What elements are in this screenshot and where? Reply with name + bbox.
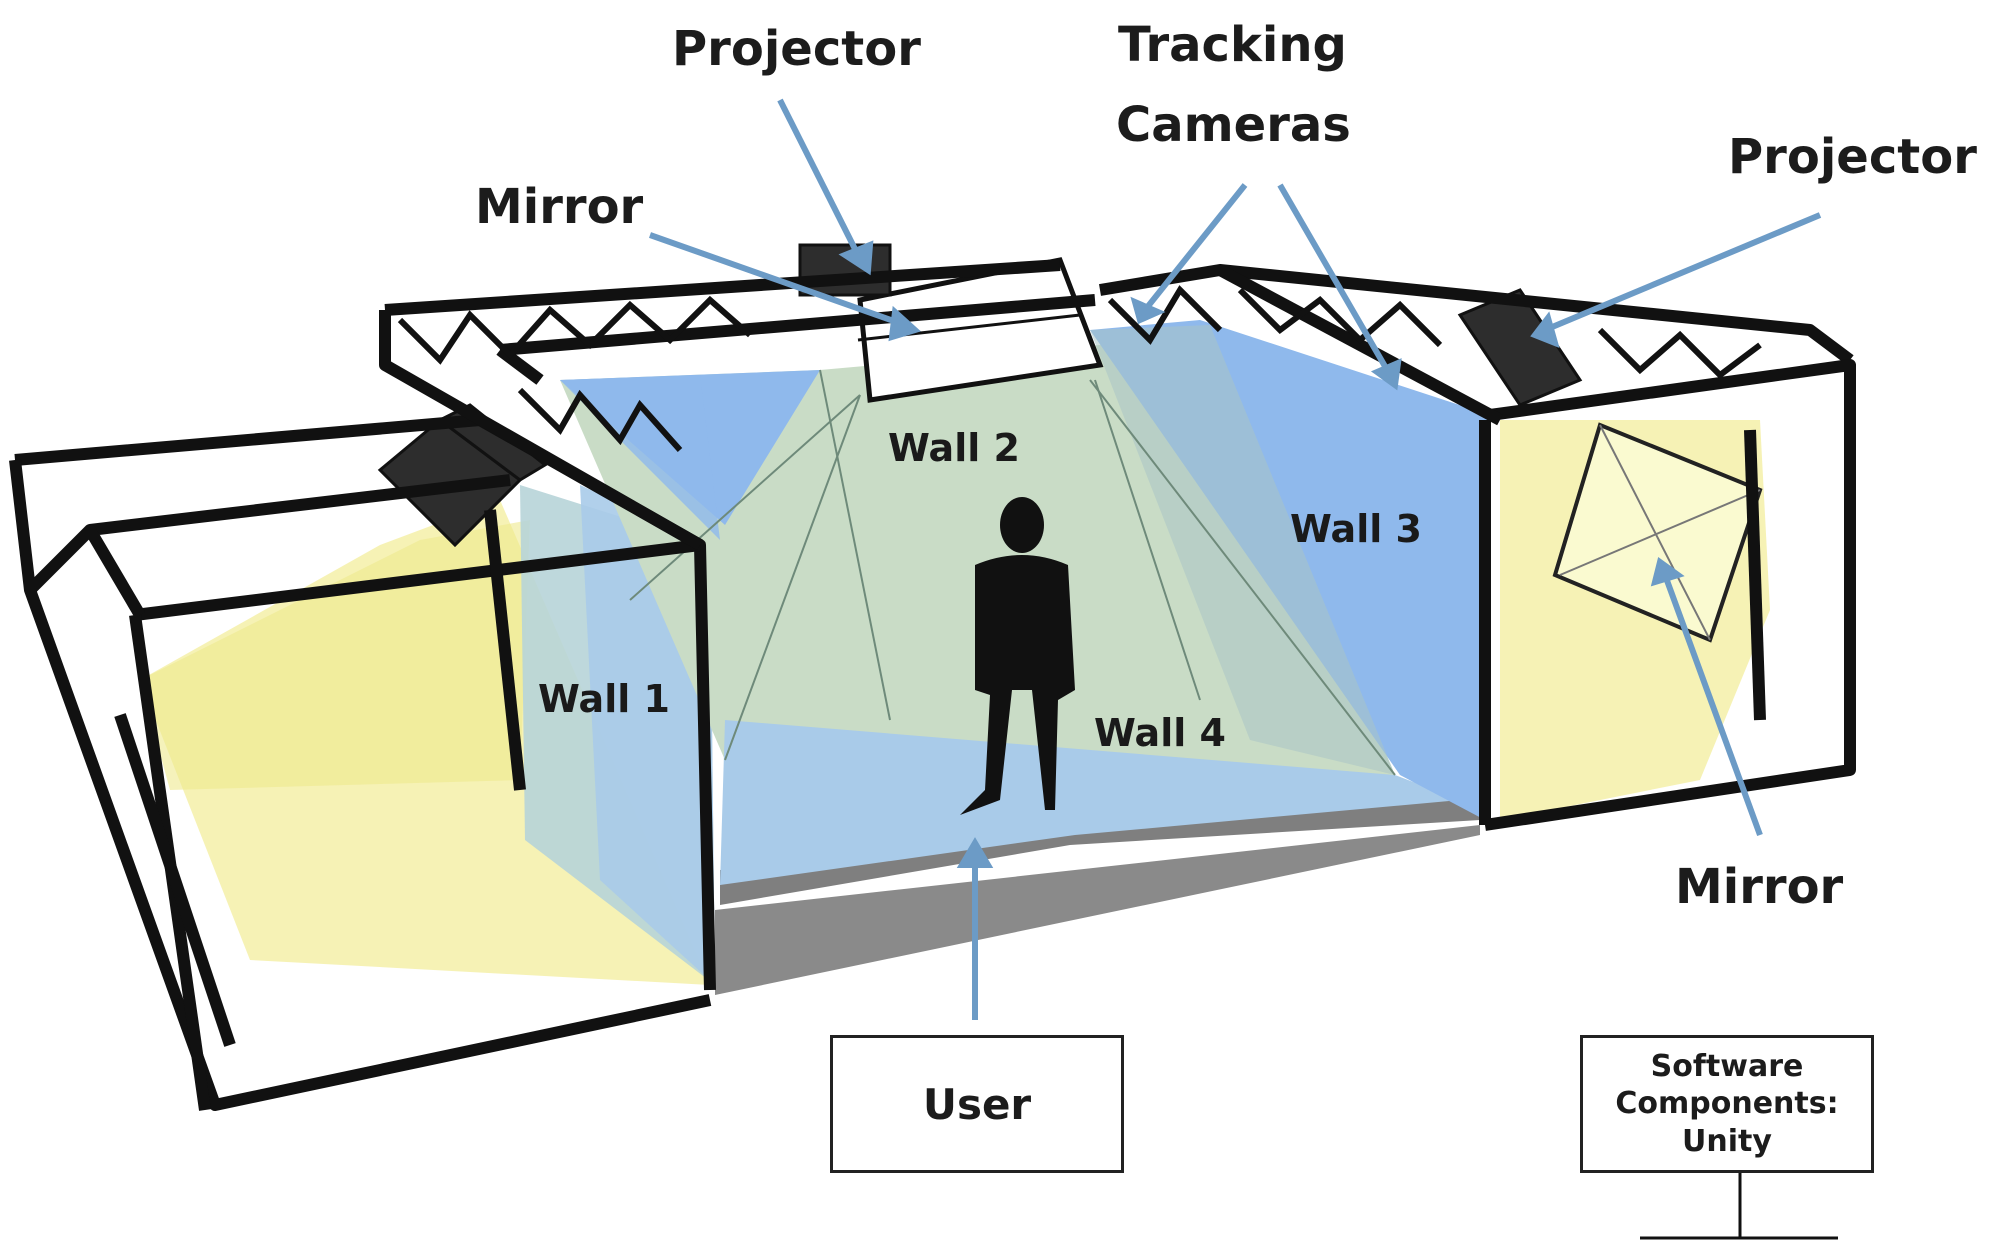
wall-2-label: Wall 2 — [888, 426, 1020, 470]
software-line-1: Software — [1650, 1048, 1804, 1084]
left-projection-light-2 — [140, 520, 530, 790]
mirror-top-label: Mirror — [475, 179, 644, 235]
truss-bracing — [397, 285, 1762, 452]
software-components-box: Software Components: Unity — [1580, 1035, 1874, 1173]
user-box-label: User — [922, 1079, 1032, 1129]
software-line-2: Components: — [1615, 1086, 1839, 1122]
mirror-right-label: Mirror — [1675, 859, 1844, 915]
truss-frame — [9, 259, 1856, 1111]
user-box: User — [830, 1035, 1124, 1173]
wall-4-panel — [720, 720, 1460, 885]
wall-3-label: Wall 3 — [1290, 507, 1422, 551]
software-connector — [1640, 1172, 1838, 1240]
projector-top-label: Projector — [672, 21, 921, 77]
wall-1-label: Wall 1 — [538, 677, 670, 721]
projector-right-label: Projector — [1728, 129, 1977, 185]
wall-3-green — [1090, 325, 1395, 775]
software-line-3: Unity — [1682, 1123, 1772, 1159]
projection-rays — [629, 369, 1396, 776]
floor-platform-front — [715, 825, 1480, 995]
tracking-cameras-label-line2: Cameras — [1116, 97, 1351, 153]
wall-4-label: Wall 4 — [1094, 711, 1226, 755]
callout-arrows — [649, 98, 1822, 1020]
tracking-cameras-label-line1: Tracking — [1118, 17, 1347, 73]
user-silhouette — [960, 497, 1075, 815]
